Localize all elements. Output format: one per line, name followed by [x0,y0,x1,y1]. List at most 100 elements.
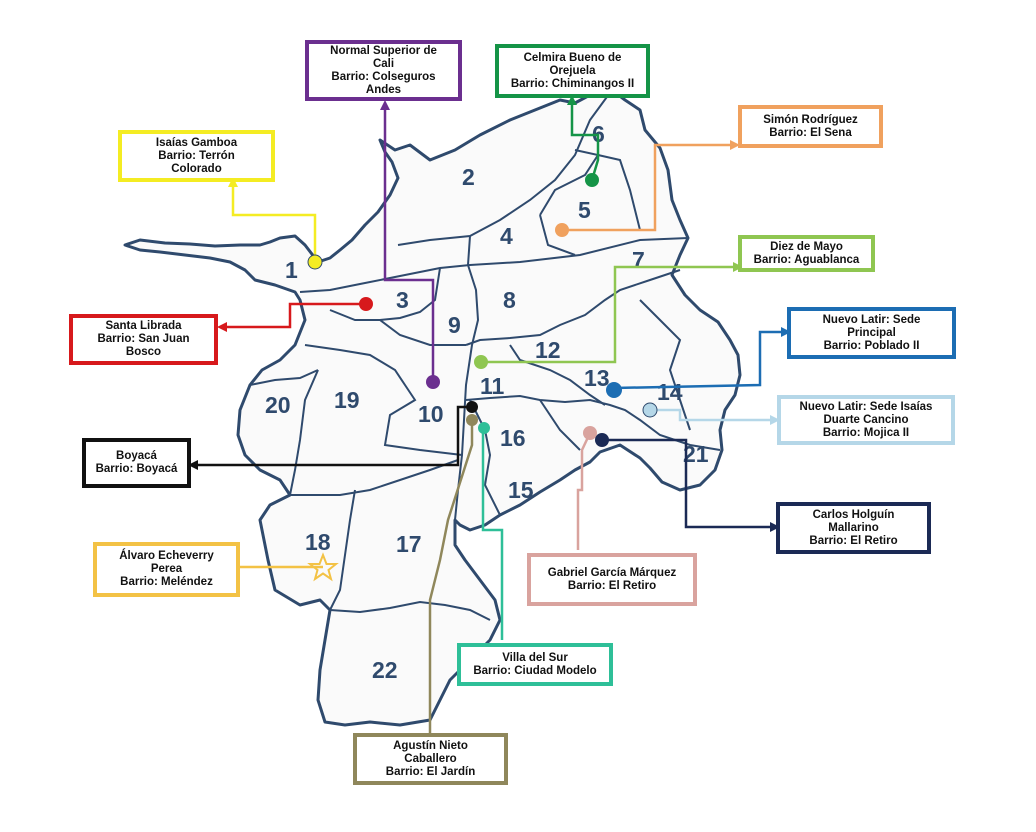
label-line: Barrio: El Retiro [809,534,898,547]
label-line: Barrio: Boyacá [95,463,178,475]
commune-label-18: 18 [305,529,331,555]
marker-gabriel [583,426,597,440]
connector-santa [222,302,366,329]
label-line: Gabriel García Márquez [547,566,677,579]
label-line: Celmira Bueno de [523,51,622,64]
commune-label-20: 20 [265,392,291,418]
label-line: Simón Rodríguez [763,113,858,126]
connector-normal [383,105,435,382]
marker-normal [426,375,440,389]
connector-gabriel [576,432,592,550]
label-line: Perea [150,563,183,575]
school-markers [307,173,658,582]
label-line: Barrio: El Retiro [567,579,657,592]
arrow-icon [770,415,780,425]
label-line: Carlos Holguín [812,508,895,521]
label-boyaca: Boyacá Barrio: Boyacá [82,438,191,488]
commune-label-13: 13 [584,365,610,391]
label-line: Santa Librada [105,320,182,332]
commune-label-8: 8 [503,287,516,313]
connector-nuevo-isaias [650,408,775,422]
label-santa-librada: Santa Librada Barrio: San Juan Bosco [69,314,218,365]
label-line: Boyacá [116,450,157,462]
label-line: Barrio: Ciudad Modelo [473,664,597,677]
label-villa-del-sur: Villa del Sur Barrio: Ciudad Modelo [457,643,613,686]
label-celmira: Celmira Bueno de Orejuela Barrio: Chimin… [495,44,650,98]
label-line: Caballero [404,752,457,765]
connector-villa [481,428,504,640]
connector-carlos [602,438,775,529]
commune-label-4: 4 [500,223,513,249]
commune-label-17: 17 [396,531,422,557]
commune-label-5: 5 [578,197,591,223]
connector-boyaca [193,405,470,467]
connector-lines [193,100,786,738]
label-diez-de-mayo: Diez de Mayo Barrio: Aguablanca [738,235,875,272]
label-line: Barrio: El Sena [769,126,852,139]
commune-label-12: 12 [535,337,561,363]
arrow-icon [730,140,740,150]
marker-agustin [466,414,478,426]
commune-label-9: 9 [448,312,461,338]
label-line: Isaías Gamboa [155,136,238,149]
arrow-icon [770,522,780,532]
label-line: Barrio: Mojica II [822,426,910,439]
connector-diez [481,265,738,364]
label-line: Álvaro Echeverry [119,550,214,562]
label-simon-rodriguez: Simón Rodríguez Barrio: El Sena [738,105,883,148]
arrow-heads [188,95,791,532]
label-line: Duarte Cancino [823,413,909,426]
marker-celmira [585,173,599,187]
connector-simon [562,143,735,232]
commune-label-14: 14 [657,379,683,405]
label-isaias-gamboa: Isaías Gamboa Barrio: Terrón Colorado [118,130,275,182]
label-line: Colorado [171,162,222,175]
label-line: Barrio: Terrón [158,149,235,162]
label-line: Principal [847,326,896,339]
marker-diez [474,355,488,369]
label-line: Barrio: El Jardín [385,765,476,778]
marker-simon [555,223,569,237]
label-alvaro-echeverry: Álvaro Echeverry Perea Barrio: Meléndez [93,542,240,597]
label-line: Barrio: Meléndez [120,576,213,588]
arrow-icon [380,100,390,110]
commune-label-21: 21 [683,441,709,467]
connector-agustin [428,420,474,738]
marker-carlos [595,433,609,447]
label-line: Nuevo Latir: Sede Isaías [799,400,933,413]
connector-nuevo-principal [613,330,786,390]
label-line: Barrio: Poblado II [823,339,920,352]
label-line: Normal Superior de [330,44,437,57]
commune-label-16: 16 [500,425,526,451]
commune-label-7: 7 [632,247,645,273]
arrow-icon [781,327,791,337]
marker-isaias [307,254,323,270]
label-gabriel-garcia-marquez: Gabriel García Márquez Barrio: El Retiro [527,553,697,606]
label-line: Barrio: Chiminangos II [510,77,635,90]
connector-celmira [570,100,600,181]
label-line: Nuevo Latir: Sede [822,313,921,326]
arrow-icon [567,95,577,105]
commune-label-3: 3 [396,287,409,313]
commune-label-19: 19 [334,387,360,413]
marker-villa [478,422,490,434]
label-line: Orejuela [549,64,596,77]
commune-label-2: 2 [462,164,475,190]
label-line: Diez de Mayo [770,240,843,253]
marker-nuevo-principal [606,382,622,398]
commune-label-10: 10 [418,401,444,427]
arrow-icon [228,177,238,187]
label-line: Barrio: Aguablanca [753,253,860,266]
commune-numbers: 1 2 3 4 5 6 7 8 9 10 11 12 13 14 15 16 1… [265,121,709,683]
label-line: Villa del Sur [502,651,568,664]
label-carlos-holguin: Carlos Holguín Mallarino Barrio: El Reti… [776,502,931,554]
connector-isaias [231,182,317,262]
label-line: Bosco [125,346,162,358]
label-line: Mallarino [828,521,879,534]
label-line: Andes [365,83,402,96]
label-line: Agustín Nieto [393,739,468,752]
label-agustin-nieto: Agustín Nieto Caballero Barrio: El Jardí… [353,733,508,785]
marker-nuevo-isaias [642,402,658,418]
arrow-icon [217,322,227,332]
